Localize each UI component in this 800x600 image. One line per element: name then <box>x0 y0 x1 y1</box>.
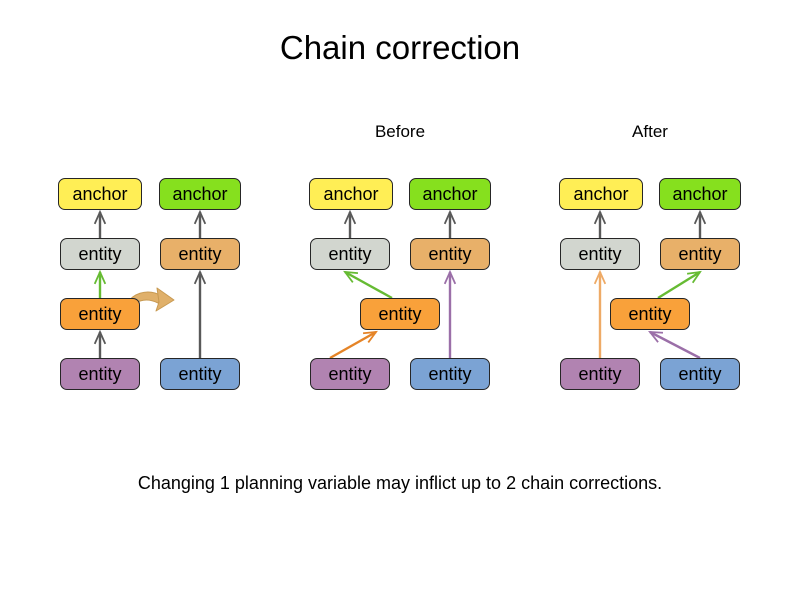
arrow-before-tan-entity-to-green-anchor <box>443 209 457 238</box>
node-entity-entity-purple: entity <box>560 358 640 390</box>
arrow-after-purple-entity-to-grey-entity <box>593 269 607 358</box>
node-anchor-anchor-yellow: anchor <box>309 178 393 210</box>
arrow-initial-purple-entity-to-orange-entity <box>93 329 107 358</box>
node-entity-entity-blue: entity <box>160 358 240 390</box>
arrow-after-orange-entity-to-tan-entity <box>657 270 702 300</box>
node-label: entity <box>328 244 372 264</box>
arrow-after-tan-entity-to-green-anchor <box>693 209 707 238</box>
arrow-after-grey-entity-to-yellow-anchor <box>593 209 607 238</box>
group-label-before: Before <box>374 122 426 141</box>
node-entity-entity-tan: entity <box>410 238 490 270</box>
slide-caption: Changing 1 planning variable may inflict… <box>137 473 663 493</box>
arrow-initial-grey-entity-to-yellow-anchor <box>93 209 107 238</box>
node-label: anchor <box>323 184 379 204</box>
node-label: anchor <box>422 184 478 204</box>
node-entity-entity-orange: entity <box>60 298 140 330</box>
node-entity-entity-tan: entity <box>160 238 240 270</box>
node-label: entity <box>378 304 422 324</box>
node-entity-entity-purple: entity <box>310 358 390 390</box>
node-label: entity <box>78 364 122 384</box>
node-label: anchor <box>172 184 228 204</box>
arrow-initial-orange-entity-to-grey-entity <box>93 269 107 298</box>
node-label: entity <box>178 244 222 264</box>
node-label: entity <box>328 364 372 384</box>
arrow-initial-tan-entity-to-green-anchor <box>193 209 207 238</box>
node-entity-entity-purple: entity <box>60 358 140 390</box>
node-anchor-anchor-yellow: anchor <box>58 178 142 210</box>
arrow-initial-blue-entity-to-tan-entity <box>193 269 207 358</box>
node-label: entity <box>578 364 622 384</box>
node-label: anchor <box>672 184 728 204</box>
node-entity-entity-grey: entity <box>560 238 640 270</box>
node-entity-entity-blue: entity <box>410 358 490 390</box>
node-label: entity <box>678 364 722 384</box>
arrow-before-grey-entity-to-yellow-anchor <box>343 209 357 238</box>
node-label: anchor <box>72 184 128 204</box>
node-label: entity <box>628 304 672 324</box>
page-title: Chain correction <box>279 29 521 66</box>
node-entity-entity-grey: entity <box>310 238 390 270</box>
node-anchor-anchor-yellow: anchor <box>559 178 643 210</box>
node-label: entity <box>78 304 122 324</box>
node-entity-entity-grey: entity <box>60 238 140 270</box>
node-label: entity <box>178 364 222 384</box>
node-label: entity <box>428 244 472 264</box>
node-label: entity <box>78 244 122 264</box>
node-entity-entity-tan: entity <box>660 238 740 270</box>
arrow-after-blue-entity-to-orange-entity <box>648 330 701 360</box>
node-entity-entity-blue: entity <box>660 358 740 390</box>
arrow-before-purple-entity-to-orange-entity <box>329 330 378 360</box>
node-anchor-anchor-green: anchor <box>409 178 491 210</box>
node-anchor-anchor-green: anchor <box>659 178 741 210</box>
node-label: anchor <box>573 184 629 204</box>
node-label: entity <box>678 244 722 264</box>
node-label: entity <box>578 244 622 264</box>
node-label: entity <box>428 364 472 384</box>
node-anchor-anchor-green: anchor <box>159 178 241 210</box>
group-label-after: After <box>632 122 668 141</box>
node-entity-entity-orange: entity <box>360 298 440 330</box>
node-entity-entity-orange: entity <box>610 298 690 330</box>
arrow-before-blue-entity-to-tan-entity <box>443 269 457 358</box>
arrow-before-orange-entity-to-grey-entity <box>343 270 393 300</box>
